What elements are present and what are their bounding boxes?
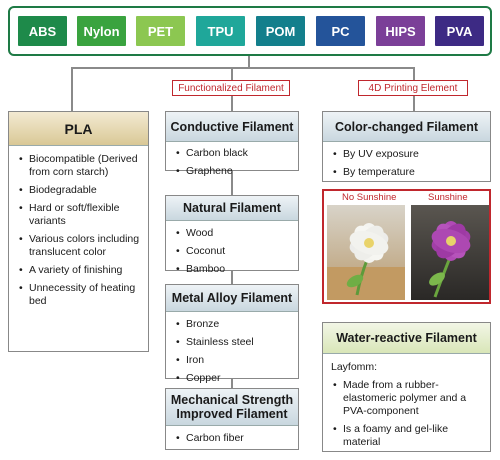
list-item: Made from a rubber-elastomeric polymer a… <box>331 379 484 418</box>
list-item: Copper <box>174 372 292 385</box>
conductive-list: Carbon black Graphene <box>174 147 292 183</box>
list-item: Carbon fiber <box>174 432 292 445</box>
material-abs: ABS <box>18 16 67 46</box>
water-reactive-title: Water-reactive Filament <box>323 323 490 354</box>
category-4d-label: 4D Printing Element <box>358 80 468 96</box>
list-item: Various colors including translucent col… <box>17 233 142 259</box>
list-item: Hard or soft/flexible variants <box>17 202 142 228</box>
list-item: Stainless steel <box>174 336 292 349</box>
category-functionalized-label: Functionalized Filament <box>172 80 290 96</box>
connector-stem <box>248 56 250 68</box>
list-item: Bronze <box>174 318 292 331</box>
list-item: Biocompatible (Derived from corn starch) <box>17 153 142 179</box>
connector-horizontal <box>71 67 415 69</box>
mechanical-title: Mechanical Strength Improved Filament <box>166 389 298 426</box>
pla-list: Biocompatible (Derived from corn starch)… <box>17 153 142 313</box>
flower-photos-panel: No Sunshine Sunshine <box>322 189 491 304</box>
material-pet: PET <box>136 16 185 46</box>
material-tpu: TPU <box>196 16 245 46</box>
connector-func-1 <box>231 170 233 196</box>
natural-title: Natural Filament <box>166 196 298 221</box>
list-item: Unnecessity of heating bed <box>17 282 142 308</box>
natural-list: Wood Coconut Bamboo <box>174 227 292 281</box>
material-nylon: Nylon <box>77 16 126 46</box>
white-flower-photo <box>327 205 405 300</box>
pla-box: PLA Biocompatible (Derived from corn sta… <box>8 111 149 352</box>
material-pom: POM <box>256 16 305 46</box>
metal-alloy-box: Metal Alloy Filament Bronze Stainless st… <box>165 284 299 385</box>
list-item: By UV exposure <box>331 148 484 161</box>
pla-title: PLA <box>9 112 148 146</box>
color-changed-box: Color-changed Filament By UV exposure By… <box>322 111 491 182</box>
color-changed-title: Color-changed Filament <box>323 112 490 142</box>
material-pc: PC <box>316 16 365 46</box>
conductive-box: Conductive Filament Carbon black Graphen… <box>165 111 299 178</box>
photo-label-sunshine: Sunshine <box>428 192 468 203</box>
list-item: Bamboo <box>174 263 292 276</box>
color-changed-list: By UV exposure By temperature <box>331 148 484 184</box>
list-item: Biodegradable <box>17 184 142 197</box>
list-item: By temperature <box>331 166 484 179</box>
connector-func-2 <box>231 270 233 284</box>
mechanical-list: Carbon fiber <box>174 432 292 450</box>
water-reactive-intro: Layfomm: <box>331 361 378 373</box>
natural-box: Natural Filament Wood Coconut Bamboo <box>165 195 299 276</box>
connector-pla <box>71 67 73 112</box>
conductive-title: Conductive Filament <box>166 112 298 142</box>
metal-alloy-title: Metal Alloy Filament <box>166 285 298 312</box>
water-reactive-list: Made from a rubber-elastomeric polymer a… <box>331 379 484 454</box>
water-reactive-box: Water-reactive Filament Layfomm: Made fr… <box>322 322 491 452</box>
purple-flower-photo <box>411 205 489 300</box>
list-item: Graphene <box>174 165 292 178</box>
list-item: Carbon black <box>174 147 292 160</box>
list-item: Iron <box>174 354 292 367</box>
list-item: Is a foamy and gel-like material <box>331 423 484 449</box>
material-bar: ABS Nylon PET TPU POM PC HIPS PVA <box>8 6 492 56</box>
mechanical-box: Mechanical Strength Improved Filament Ca… <box>165 388 299 450</box>
material-hips: HIPS <box>376 16 425 46</box>
photo-label-no-sunshine: No Sunshine <box>342 192 397 203</box>
material-pva: PVA <box>435 16 484 46</box>
metal-alloy-list: Bronze Stainless steel Iron Copper <box>174 318 292 390</box>
list-item: Coconut <box>174 245 292 258</box>
list-item: A variety of finishing <box>17 264 142 277</box>
list-item: Wood <box>174 227 292 240</box>
